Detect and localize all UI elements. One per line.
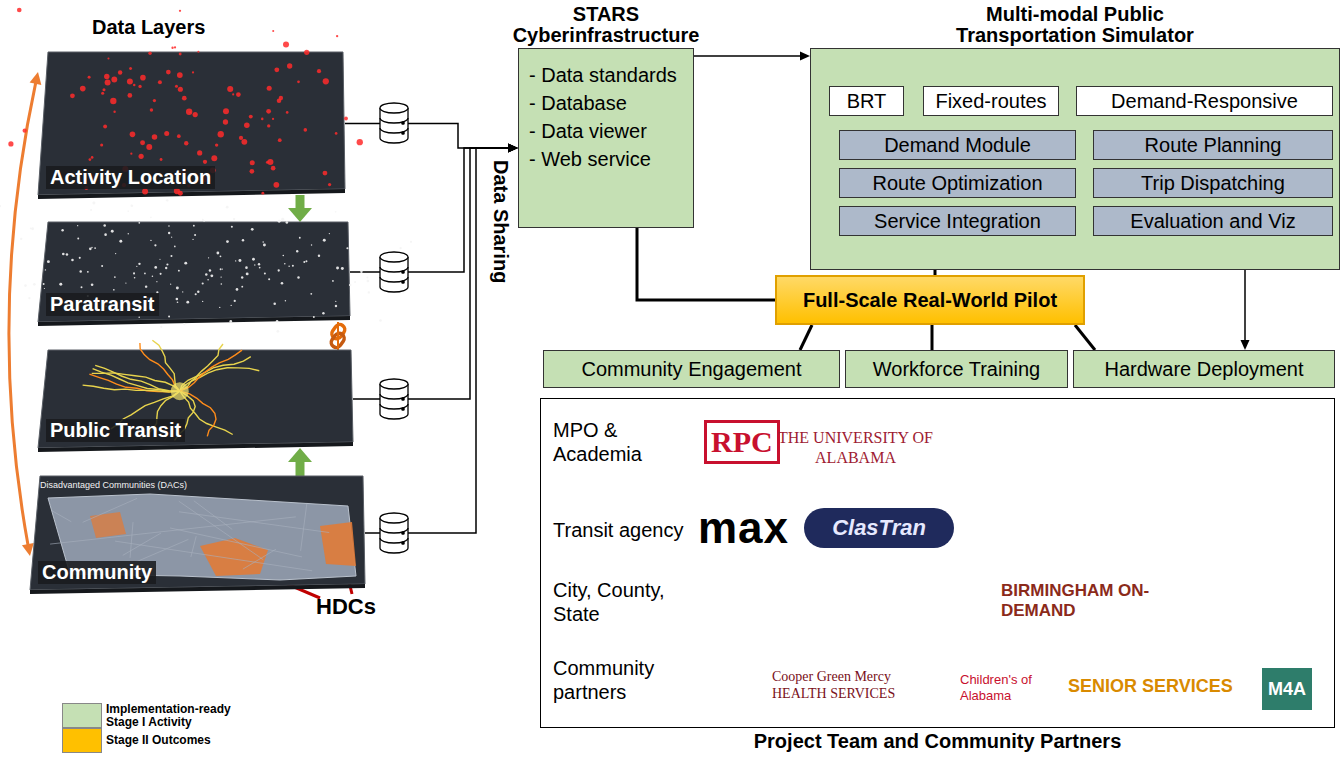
partner-logo: M4A [1262, 668, 1312, 710]
layer-label: Paratransit [46, 293, 159, 316]
row-label: City, County, State [553, 578, 683, 626]
layer-label: Community [38, 561, 156, 584]
partner-logo: ClasTran [804, 508, 954, 548]
box-label: Hardware Deployment [1105, 358, 1304, 380]
map-caption: Disadvantaged Communities (DACs) [40, 480, 187, 490]
flow-label: Data Sharing [489, 160, 512, 283]
bullet-item: - Data standards [529, 61, 685, 89]
connector [1075, 325, 1095, 350]
box-label: Trip Dispatching [1141, 172, 1285, 194]
partner-logo: Children's of Alabama [960, 672, 1060, 704]
mode-box: BRT [829, 86, 904, 116]
module-box: Trip Dispatching [1093, 168, 1333, 198]
outcome-box: Full-Scale Real-World Pilot [775, 275, 1085, 325]
legend-text: Stage II Outcomes [106, 734, 236, 747]
bullet-item: - Data viewer [529, 117, 685, 145]
bullet-item: - Database [529, 89, 685, 117]
box-label: Full-Scale Real-World Pilot [803, 289, 1057, 311]
map-layer: Public Transit [38, 350, 353, 448]
box-label: Service Integration [874, 210, 1041, 232]
block-arrow [288, 448, 312, 476]
legend-row: Stage II Outcomes [62, 728, 236, 753]
box-label: Route Optimization [872, 172, 1042, 194]
connector [800, 325, 812, 350]
cyberinfrastructure-box: STARS Cyberinfrastructure- Data standard… [518, 48, 694, 228]
partner-logo: Cooper Green Mercy HEALTH SERVICES [772, 668, 912, 702]
partner-logo: BIRMINGHAM ON-DEMAND [1001, 581, 1166, 621]
legend-swatch [62, 728, 102, 753]
connector [932, 325, 933, 350]
connector [637, 228, 775, 300]
chain-link [329, 322, 346, 350]
data-flow-line [353, 144, 518, 400]
box-label: Route Planning [1145, 134, 1282, 156]
connector [694, 52, 810, 61]
legend: Implementation-ready Stage I ActivitySta… [62, 703, 236, 753]
row-label: MPO & Academia [553, 418, 673, 466]
layer-label: Public Transit [46, 419, 185, 442]
legend-row: Implementation-ready Stage I Activity [62, 703, 236, 728]
activity-box: Community Engagement [543, 350, 840, 388]
data-flow-line [365, 144, 518, 534]
layer-label: Activity Location [46, 166, 215, 189]
module-box: Route Planning [1093, 130, 1333, 160]
box-label: Evaluation and Viz [1130, 210, 1295, 232]
mode-box: Fixed-routes [923, 86, 1059, 116]
map-layer: Paratransit [38, 222, 350, 322]
callout-label: HDCs [316, 594, 376, 620]
connector [1241, 270, 1250, 350]
module-box: Evaluation and Viz [1093, 206, 1333, 236]
box-label: Community Engagement [581, 358, 801, 380]
mode-box: Demand-Responsive [1076, 86, 1333, 116]
box-label: Demand-Responsive [1111, 90, 1298, 112]
row-label: Transit agency [553, 518, 703, 542]
row-label: Community partners [553, 656, 673, 704]
box-label: BRT [847, 90, 887, 112]
simulator-panel: Multi-modal Public Transportation Simula… [810, 48, 1340, 270]
map-layer: Activity Location [38, 52, 345, 195]
partner-logo: THE UNIVERSITY OF ALABAMA [768, 428, 943, 468]
box-label: Workforce Training [873, 358, 1040, 380]
box-heading: STARS Cyberinfrastructure [496, 4, 716, 46]
module-box: Service Integration [839, 206, 1076, 236]
database-icon [380, 103, 408, 553]
box-heading: Project Team and Community Partners [754, 730, 1122, 753]
bullet-item: - Web service [529, 145, 685, 173]
map-layer: Community [30, 476, 365, 590]
partner-logo: RPC [704, 420, 780, 464]
partner-logo: max [698, 506, 789, 550]
block-arrow [288, 195, 312, 222]
activity-box: Workforce Training [845, 350, 1068, 388]
module-box: Route Optimization [839, 168, 1076, 198]
section-title: Data Layers [92, 16, 205, 39]
box-label: Demand Module [884, 134, 1031, 156]
box-label: Fixed-routes [935, 90, 1046, 112]
legend-swatch [62, 703, 102, 728]
partner-logo: SENIOR SERVICES [1068, 676, 1233, 697]
module-box: Demand Module [839, 130, 1076, 160]
box-heading: Multi-modal Public Transportation Simula… [915, 4, 1235, 46]
link-arrow [9, 72, 41, 556]
legend-text: Implementation-ready Stage I Activity [106, 703, 236, 729]
activity-box: Hardware Deployment [1073, 350, 1335, 388]
